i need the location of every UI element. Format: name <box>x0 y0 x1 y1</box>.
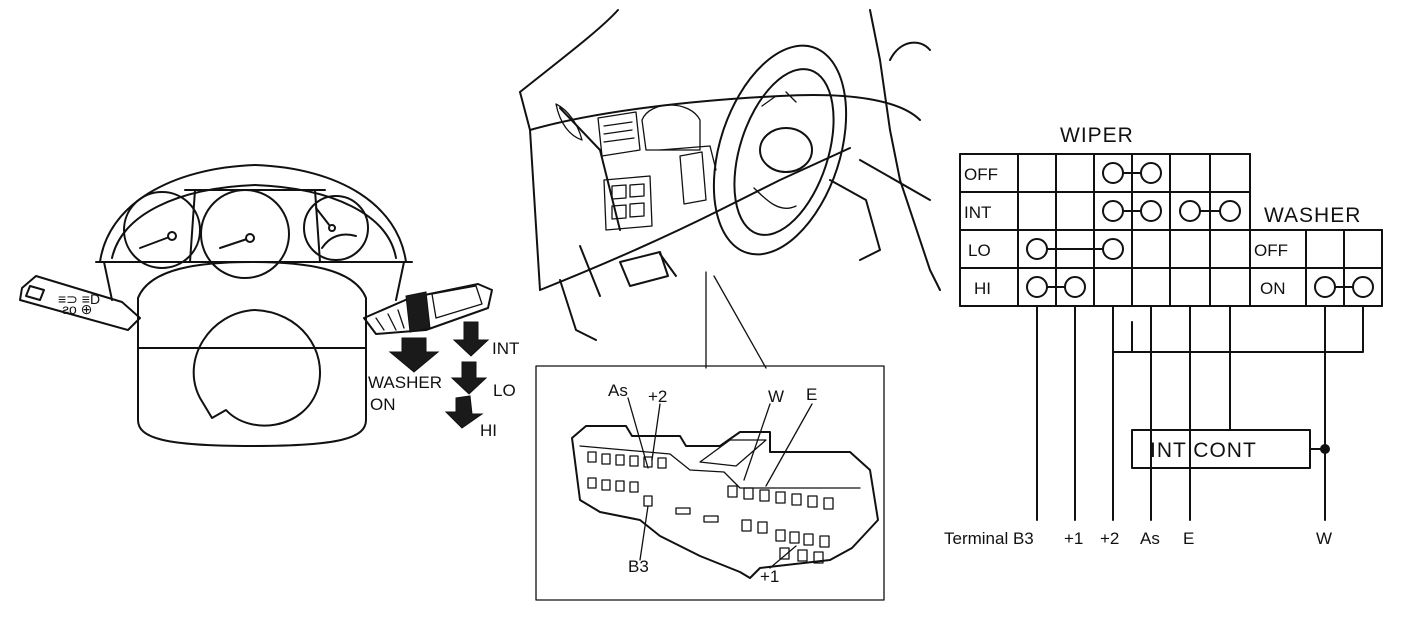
connector-b3-label: B3 <box>628 557 649 576</box>
schematic-wiring <box>1036 305 1364 521</box>
hi-label: HI <box>480 421 497 440</box>
washer-row-on: ON <box>1260 279 1286 298</box>
wiper-row-hi: HI <box>974 279 991 298</box>
washer-on-label: ON <box>370 395 396 414</box>
lo-arrow-icon <box>450 361 488 395</box>
wiper-row-off: OFF <box>964 165 998 184</box>
continuity-marks <box>1026 162 1374 298</box>
connector-as-label: As <box>608 381 628 400</box>
washer-row-off: OFF <box>1254 241 1288 260</box>
wiper-switch-table <box>959 153 1383 307</box>
terminal-plus2-label: +2 <box>1100 529 1119 548</box>
hi-arrow-icon <box>444 395 484 429</box>
int-label: INT <box>492 339 519 358</box>
wiper-row-lo: LO <box>968 241 991 260</box>
washer-on-arrow-icon <box>388 337 440 373</box>
washer-label: WASHER <box>368 373 442 392</box>
int-cont-label: INT CONT <box>1150 439 1257 462</box>
int-cont-box <box>1131 429 1311 469</box>
combination-switch-illustration: ≡⊃ ≡D ƨo ⊕ <box>19 164 493 447</box>
terminal-plus1-label: +1 <box>1064 529 1083 548</box>
connector-plus1-label: +1 <box>760 567 779 586</box>
terminal-e-label: E <box>1183 529 1194 548</box>
wiper-row-int: INT <box>964 203 991 222</box>
washer-title: WASHER <box>1264 204 1361 227</box>
connector-e-label: E <box>806 385 817 404</box>
dashboard-illustration <box>519 9 941 369</box>
terminal-w-label: W <box>1316 529 1332 548</box>
terminal-b3-label: Terminal B3 <box>944 529 1034 548</box>
svg-text:ƨo ⊕: ƨo ⊕ <box>62 301 92 317</box>
terminal-as-label: As <box>1140 529 1160 548</box>
svg-text:≡⊃ ≡D: ≡⊃ ≡D <box>58 291 100 307</box>
wiper-title: WIPER <box>1060 124 1134 147</box>
int-arrow-icon <box>452 321 490 357</box>
connector-w-label: W <box>768 387 784 406</box>
connector-plus2-label: +2 <box>648 387 667 406</box>
lo-label: LO <box>493 381 516 400</box>
connector-inset <box>535 365 885 601</box>
